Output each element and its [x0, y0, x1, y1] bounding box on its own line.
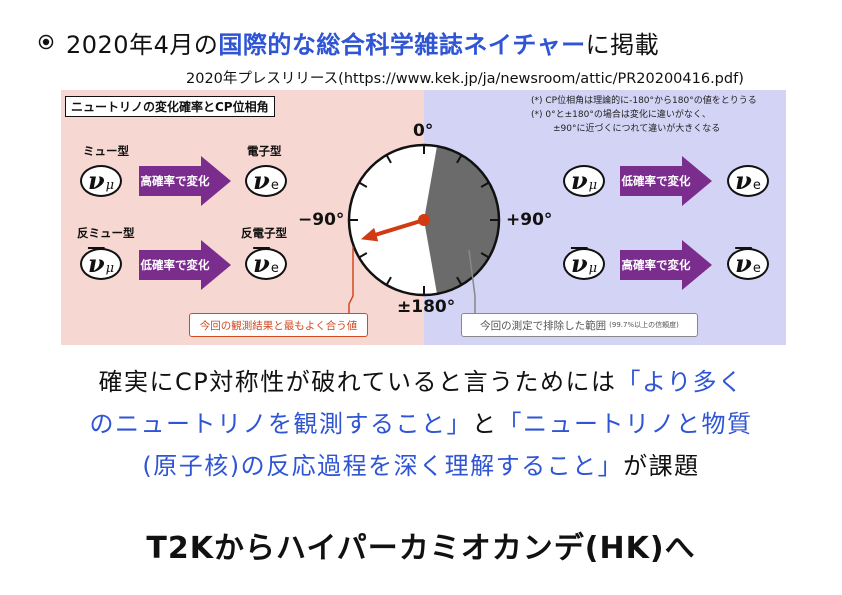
body-line-1: 確実にCP対称性が破れていると言うためには「より多く	[40, 361, 802, 403]
dial-rim	[347, 143, 501, 297]
label-muon-type: ミュー型	[83, 144, 129, 158]
arrow-low-probability: 低確率で変化	[139, 240, 231, 290]
body-line2-black: と	[472, 410, 498, 438]
body-line2-blue2: 「ニュートリノと物質	[497, 410, 753, 438]
arrow-shape	[620, 240, 712, 290]
body-line2-blue1: のニュートリノを観測すること」	[89, 410, 472, 438]
dial-tick	[358, 252, 368, 259]
body-line3-blue: (原子核)の反応過程を深く理解すること」	[142, 452, 624, 480]
press-release-link[interactable]: 2020年プレスリリース(https://www.kek.jp/ja/newsr…	[186, 71, 744, 87]
arrow-label: 高確率で変化	[140, 174, 210, 188]
dial-center	[418, 214, 430, 226]
body-line1-black: 確実にCP対称性が破れていると言うためには	[98, 368, 617, 396]
excluded-range-wedge	[424, 146, 499, 294]
headline: 2020年4月の国際的な総合科学雑誌ネイチャーに掲載	[66, 25, 659, 60]
body-text: 確実にCP対称性が破れていると言うためには「より多く のニュートリノを観測するこ…	[40, 361, 802, 487]
dial-label-minus90: −90°	[298, 210, 345, 230]
best-fit-pointer-head	[360, 227, 379, 242]
note-1: (*) CP位相角は理論的に-180°から180°の値をとりうる	[531, 96, 757, 106]
bullet-icon	[38, 34, 54, 50]
headline-suffix: に掲載	[585, 31, 660, 59]
conclusion-heading: T2Kからハイパーカミオカンデ(HK)へ	[146, 531, 696, 566]
callout-excluded-text: 今回の測定で排除した範囲	[480, 319, 607, 332]
cp-phase-figure: ニュートリノの変化確率とCP位相角 (*) CP位相角は理論的に-180°から1…	[61, 90, 786, 345]
headline-journal: 国際的な総合科学雑誌ネイチャー	[218, 31, 586, 59]
arrow-high-probability: 高確率で変化	[139, 156, 231, 206]
callout-best-fit: 今回の観測結果と最もよく合う値	[189, 313, 368, 337]
label-anti-electron-type: 反電子型	[241, 226, 287, 240]
arrow-label: 低確率で変化	[140, 258, 210, 272]
figure-notes: (*) CP位相角は理論的に-180°から180°の値をとりうる (*) 0°と…	[531, 94, 757, 136]
label-electron-type: 電子型	[247, 144, 282, 158]
dial-tick	[456, 276, 463, 286]
dial-tick	[385, 154, 392, 164]
cp-phase-dial	[347, 143, 501, 297]
note-3: ±90°に近づくにつれて違いが大きくなる	[553, 124, 721, 134]
arrow-low-probability-right: 低確率で変化	[620, 156, 712, 206]
note-2: (*) 0°と±180°の場合は変化に違いがなく、	[531, 110, 711, 120]
dial-label-180: ±180°	[397, 297, 456, 317]
body-line-2: のニュートリノを観測すること」と「ニュートリノと物質	[40, 403, 802, 445]
callout-connectors	[348, 247, 476, 313]
best-fit-pointer	[374, 218, 426, 237]
figure-title: ニュートリノの変化確率とCP位相角	[65, 96, 275, 117]
dial-tick	[480, 252, 490, 259]
callout-excluded-range: 今回の測定で排除した範囲(99.7%以上の信頼度)	[461, 313, 698, 337]
body-line3-black: が課題	[623, 452, 700, 480]
dial-tick	[456, 154, 463, 164]
arrow-high-probability-right: 高確率で変化	[620, 240, 712, 290]
body-line-3: (原子核)の反応過程を深く理解すること」が課題	[40, 445, 802, 487]
headline-prefix: 2020年4月の	[66, 31, 219, 59]
dial-tick	[385, 276, 392, 286]
dial-ticks	[349, 145, 499, 295]
arrow-shape	[139, 240, 231, 290]
dial-tick	[480, 181, 490, 188]
arrow-label: 低確率で変化	[621, 174, 691, 188]
body-line1-blue: 「より多く	[616, 368, 744, 396]
callout-excluded-note: (99.7%以上の信頼度)	[609, 321, 679, 329]
arrow-label: 高確率で変化	[621, 258, 691, 272]
arrow-shape	[139, 156, 231, 206]
arrow-shape	[620, 156, 712, 206]
label-anti-muon-type: 反ミュー型	[77, 226, 135, 240]
dial-tick	[358, 181, 368, 188]
dial-label-plus90: +90°	[506, 210, 553, 230]
dial-label-0: 0°	[413, 121, 434, 141]
